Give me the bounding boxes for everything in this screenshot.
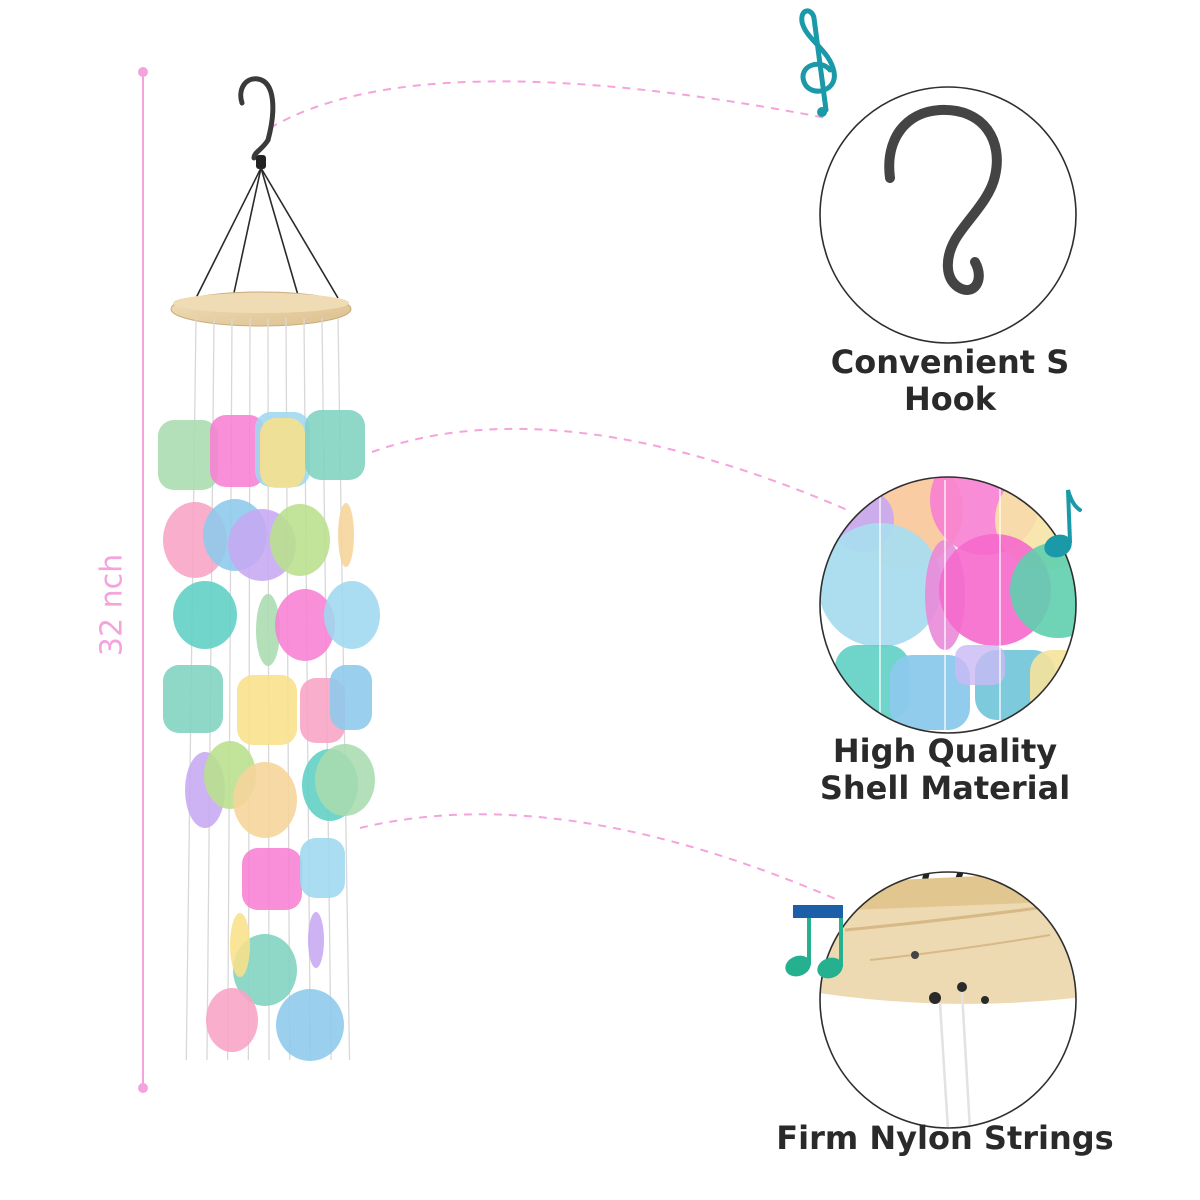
- feature-title-shell: High Quality Shell Material: [800, 733, 1090, 807]
- chime-shell: [256, 594, 280, 666]
- chime-shell: [206, 988, 258, 1052]
- feature-circle-shell: [819, 476, 1077, 734]
- chime-shell: [230, 913, 250, 977]
- chime-shell: [308, 912, 324, 968]
- chime-shell: [324, 581, 380, 649]
- chime-shell: [276, 989, 344, 1061]
- connector-string: [359, 813, 839, 901]
- feature-title-hook: Convenient S Hook: [830, 343, 1070, 418]
- feature-circle-string: [819, 871, 1077, 1129]
- chime-shell: [300, 838, 345, 898]
- feature-circle-hook: [819, 86, 1077, 344]
- feature-title-string: Firm Nylon Strings: [776, 1119, 1114, 1157]
- chime-shell: [305, 410, 365, 480]
- feature-title-shell-line1: High Quality: [832, 732, 1058, 770]
- chime-shell: [260, 418, 305, 488]
- connector-shell: [371, 427, 853, 513]
- dimension-label: 32 nch: [94, 553, 130, 657]
- music-eighth-note-icon: [1044, 489, 1082, 558]
- chime-shell: [158, 420, 218, 490]
- chime-shell: [237, 675, 297, 745]
- chime-shell: [275, 589, 335, 661]
- s-hook-closeup-icon: [884, 104, 1002, 295]
- chime-shell: [330, 665, 372, 730]
- connector-hook: [269, 80, 827, 129]
- chime-shell: [210, 415, 265, 487]
- dimension-line: [138, 67, 148, 1093]
- chime-shell: [338, 503, 354, 567]
- chime-shell: [233, 762, 297, 838]
- connector-lines: [269, 80, 853, 901]
- feature-title-shell-line2: Shell Material: [819, 768, 1071, 807]
- music-treble-clef-icon: [799, 8, 837, 117]
- chime-shell: [173, 581, 237, 649]
- chime-shell: [242, 848, 302, 910]
- wind-chime: [158, 76, 380, 1061]
- chime-shell: [270, 504, 330, 576]
- chime-shell: [315, 744, 375, 816]
- hook-icon: [238, 76, 276, 143]
- chime-shell: [163, 665, 223, 733]
- music-beamed-notes-icon: [785, 905, 843, 979]
